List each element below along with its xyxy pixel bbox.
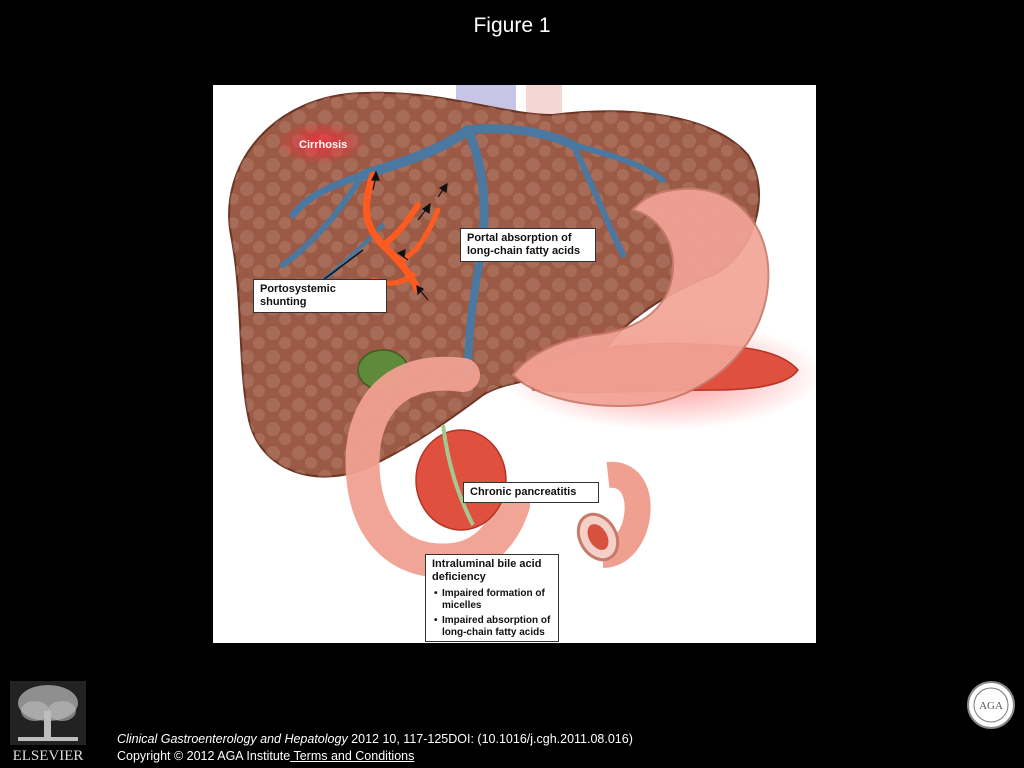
flow-arrows xyxy=(371,170,448,301)
terms-and-conditions-link[interactable]: Terms and Conditions xyxy=(290,749,415,763)
elsevier-logo-text: ELSEVIER xyxy=(13,748,84,763)
cirrhosis-label: Cirrhosis xyxy=(299,139,348,151)
citation-details: 2012 10, 117-125DOI: (10.1016/j.cgh.2011… xyxy=(347,732,633,746)
stomach xyxy=(511,187,770,407)
shunting-leader-line xyxy=(322,249,364,281)
portal-absorption-label: Portal absorption of long-chain fatty ac… xyxy=(460,228,596,262)
duodenum xyxy=(345,356,530,578)
bile-duct xyxy=(441,424,475,526)
elsevier-logo: ELSEVIER xyxy=(10,681,86,763)
citation: Clinical Gastroenterology and Hepatology… xyxy=(117,731,633,765)
citation-line: Clinical Gastroenterology and Hepatology… xyxy=(117,731,633,748)
figure-title: Figure 1 xyxy=(473,14,551,37)
bile-acid-points: Impaired formation of micelles Impaired … xyxy=(432,588,552,639)
chronic-pancreatitis-label: Chronic pancreatitis xyxy=(463,482,599,503)
pancreatic-head xyxy=(415,429,507,531)
aga-seal-logo: AGA xyxy=(967,681,1015,729)
bile-acid-point: Impaired formation of micelles xyxy=(432,588,552,612)
intestinal-lumen-inner xyxy=(587,524,609,550)
bile-acid-deficiency-box: Intraluminal bile acid deficiency Impair… xyxy=(425,554,559,642)
copyright-line: Copyright © 2012 AGA Institute Terms and… xyxy=(117,748,633,765)
aga-seal-text: AGA xyxy=(979,700,1003,712)
copyright-text: Copyright © 2012 AGA Institute xyxy=(117,749,291,763)
bile-acid-point: Impaired absorption of long-chain fatty … xyxy=(432,615,552,639)
journal-name: Clinical Gastroenterology and Hepatology xyxy=(117,732,348,746)
cirrhosis-highlight xyxy=(275,121,367,165)
portosystemic-shunting-label: Portosystemic shunting xyxy=(253,279,387,313)
figure-panel: Cirrhosis Portal absorption of long-chai… xyxy=(213,85,816,643)
bile-acid-heading: Intraluminal bile acid deficiency xyxy=(432,558,542,583)
anatomy-illustration xyxy=(228,85,816,578)
aorta xyxy=(526,85,562,115)
